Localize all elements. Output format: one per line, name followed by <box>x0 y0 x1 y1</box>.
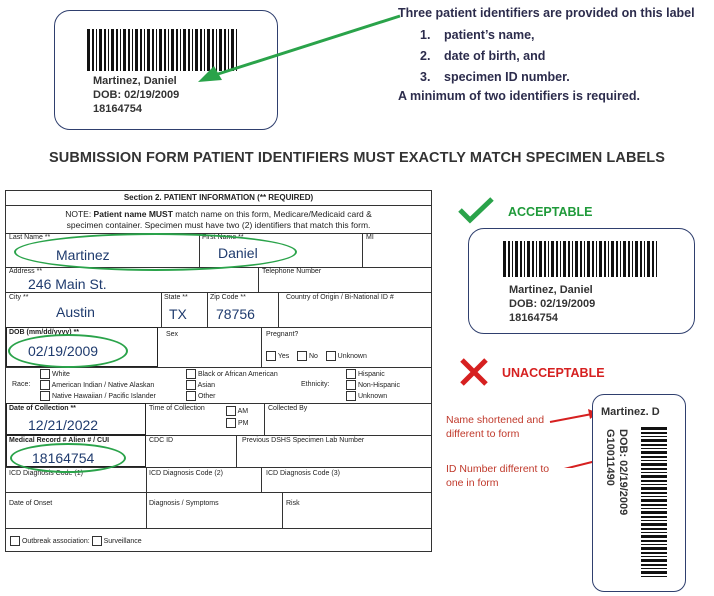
race-asian-checkbox[interactable] <box>186 380 196 391</box>
mrn-label: Medical Record # Alien # / CUI <box>9 437 110 444</box>
surveillance-checkbox[interactable] <box>91 536 102 546</box>
intro-minimum: A minimum of two identifiers is required… <box>398 89 640 103</box>
race-black-checkbox[interactable] <box>186 369 196 380</box>
barcode-unacceptable <box>641 427 667 577</box>
prev-lab-label: Previous DSHS Specimen Lab Number <box>242 437 365 444</box>
onset-label: Date of Onset <box>9 500 53 507</box>
eth-hispanic-checkbox[interactable] <box>346 369 356 380</box>
page-headline: SUBMISSION FORM PATIENT IDENTIFIERS MUST… <box>48 150 666 166</box>
state-label: State ** <box>164 294 188 301</box>
race-options-right: Black or African American Asian Other <box>186 369 278 402</box>
highlight-oval-name <box>14 233 297 271</box>
intro-item: 1.patient’s name, <box>420 28 535 42</box>
intro-item: 3.specimen ID number. <box>420 70 570 84</box>
top-label-dob: DOB: 02/19/2009 <box>93 89 180 101</box>
pm-checkbox[interactable] <box>226 418 236 429</box>
acceptable-name: Martinez, Daniel <box>509 284 593 296</box>
race-other-checkbox[interactable] <box>186 391 196 402</box>
outbreak-checkbox[interactable] <box>10 536 20 546</box>
preg-unknown-checkbox[interactable] <box>325 351 336 361</box>
ethnicity-options: Hispanic Non-Hispanic Unknown <box>346 369 400 402</box>
highlight-oval-dob <box>8 334 128 368</box>
top-label-name: Martinez, Daniel <box>93 75 177 87</box>
ethnicity-label: Ethnicity: <box>301 381 330 388</box>
barcode-top <box>87 29 237 71</box>
top-label-id: 18164754 <box>93 103 142 115</box>
race-options-left: White American Indian / Native Alaskan N… <box>40 369 156 402</box>
unacceptable-label: Martinez. D DOB: 02/19/2009 G10011490 <box>592 394 686 592</box>
acceptable-heading: ACCEPTABLE <box>508 205 593 219</box>
arrow-icon <box>198 14 401 82</box>
dob-label: DOB (mm/dd/yyyy) ** <box>9 329 80 336</box>
top-specimen-label: Martinez, Daniel DOB: 02/19/2009 1816475… <box>54 10 278 130</box>
intro-title: Three patient identifiers are provided o… <box>398 6 695 20</box>
cdc-label: CDC ID <box>149 437 174 444</box>
intro-item: 2.date of birth, and <box>420 49 546 63</box>
pregnant-label: Pregnant? <box>266 331 299 338</box>
barcode-acceptable <box>503 241 657 277</box>
address-value[interactable]: 246 Main St. <box>28 276 107 292</box>
highlight-oval-mrn <box>10 443 126 473</box>
x-mark-icon <box>460 358 488 386</box>
doc-value[interactable]: 12/21/2022 <box>28 417 99 433</box>
address-label: Address ** <box>9 268 43 275</box>
acceptable-dob: DOB: 02/19/2009 <box>509 298 596 310</box>
zip-label: Zip Code ** <box>210 294 246 301</box>
unacceptable-id: G10011490 <box>604 429 616 486</box>
race-label: Race: <box>12 381 31 388</box>
icd3-label: ICD Diagnosis Code (3) <box>266 470 340 477</box>
toc-label: Time of Collection <box>149 405 205 412</box>
country-label: Country of Origin / Bi-National ID # <box>286 294 394 301</box>
outbreak-row: Outbreak association: Surveillance <box>10 536 142 546</box>
pregnant-options: Yes No Unknown <box>266 351 367 361</box>
unacceptable-heading: UNACCEPTABLE <box>502 366 605 380</box>
doc-label: Date of Collection ** <box>9 405 76 412</box>
risk-label: Risk <box>286 500 300 507</box>
eth-unknown-checkbox[interactable] <box>346 391 356 402</box>
icd2-label: ICD Diagnosis Code (2) <box>149 470 223 477</box>
section-title: Section 2. PATIENT INFORMATION (** REQUI… <box>123 193 314 202</box>
diagnosis-label: Diagnosis / Symptoms <box>149 500 219 507</box>
unacceptable-dob: DOB: 02/19/2009 <box>617 429 629 516</box>
mi-label: MI <box>366 234 374 241</box>
race-nh-checkbox[interactable] <box>40 391 50 402</box>
intro-list: 1.patient’s name, 2.date of birth, and 3… <box>420 28 570 91</box>
acceptable-label: Martinez, Daniel DOB: 02/19/2009 1816475… <box>468 228 695 334</box>
form-note: NOTE: Patient name MUST match name on th… <box>6 205 431 233</box>
am-checkbox[interactable] <box>226 406 236 417</box>
phone-label: Telephone Number <box>262 268 322 275</box>
unacceptable-name: Martinez. D <box>601 406 660 418</box>
city-label: City ** <box>9 294 29 301</box>
icd1-label: ICD Diagnosis Code (1) <box>9 470 83 477</box>
eth-non-checkbox[interactable] <box>346 380 356 391</box>
city-value[interactable]: Austin <box>56 304 95 320</box>
sex-label: Sex <box>166 331 179 338</box>
preg-yes-checkbox[interactable] <box>266 351 276 361</box>
acceptable-id: 18164754 <box>509 312 558 324</box>
race-white-checkbox[interactable] <box>40 369 50 380</box>
last-name-label: Last Name ** <box>9 234 51 241</box>
checkmark-icon <box>458 197 494 224</box>
race-ai-checkbox[interactable] <box>40 380 50 391</box>
ampm-options: AM PM <box>226 406 248 430</box>
zip-value[interactable]: 78756 <box>216 306 255 322</box>
collected-by-label: Collected By <box>268 405 308 412</box>
state-value[interactable]: TX <box>169 306 187 322</box>
preg-no-checkbox[interactable] <box>297 351 308 361</box>
